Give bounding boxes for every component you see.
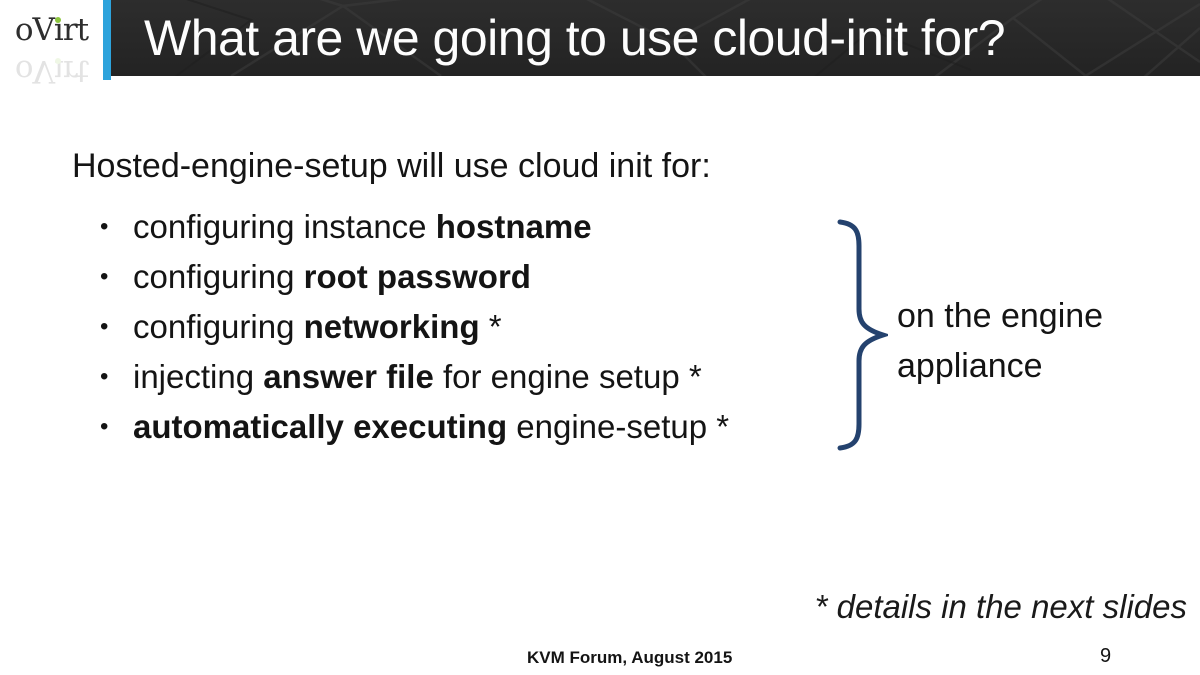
bullet-dot: • — [100, 413, 109, 440]
title-bar: What are we going to use cloud-init for? — [111, 0, 1200, 76]
bullet-item: • injecting answer file for engine setup … — [100, 352, 729, 402]
page-title: What are we going to use cloud-init for? — [144, 10, 1006, 66]
intro-line: Hosted-engine-setup will use cloud init … — [72, 147, 711, 185]
accent-strip — [103, 0, 111, 80]
bullet-text: injecting — [133, 358, 264, 395]
bullet-item: • automatically executing engine-setup * — [100, 402, 729, 452]
bullet-text-bold: networking — [303, 308, 480, 345]
right-brace-icon — [837, 219, 888, 451]
page-number: 9 — [1100, 645, 1112, 667]
bullet-list: • configuring instance hostname • configur… — [100, 202, 729, 452]
bullet-item: • configuring instance hostname — [100, 202, 729, 252]
bullet-text-bold: hostname — [435, 208, 592, 245]
bullet-text: configuring — [133, 258, 304, 295]
bullet-dot: • — [100, 313, 109, 340]
bullet-text: engine-setup * — [507, 408, 730, 445]
bullet-text: configuring instance — [133, 208, 436, 245]
bullet-item: • configuring networking * — [100, 302, 729, 352]
logo-text-post: rt — [62, 12, 89, 48]
bullet-item: • configuring root password — [100, 252, 729, 302]
bullet-dot: • — [100, 263, 109, 290]
footer-event: KVM Forum, August 2015 — [527, 648, 733, 667]
logo-green-dot-icon — [54, 58, 61, 64]
bullet-text: for engine setup * — [433, 358, 702, 395]
mesh-pattern-decoration — [174, 0, 1200, 76]
brace-note-line1: on the engine — [897, 297, 1104, 335]
bullet-text: * — [479, 308, 502, 345]
logo-text-pre: oV — [14, 12, 55, 48]
bullet-dot: • — [100, 213, 109, 240]
bullet-text-bold: root password — [303, 258, 531, 295]
logo-letter-i: ı — [53, 12, 64, 48]
brace-note-line2: appliance — [897, 347, 1043, 385]
logo-green-dot-icon — [54, 17, 61, 23]
bullet-text-bold: answer file — [263, 358, 434, 395]
footnote: * details in the next slides — [814, 588, 1187, 625]
brace-note: on the engine appliance — [897, 291, 1103, 391]
bullet-text: configuring — [133, 308, 304, 345]
bullet-text-bold: automatically executing — [133, 408, 508, 445]
bullet-dot: • — [100, 363, 109, 390]
